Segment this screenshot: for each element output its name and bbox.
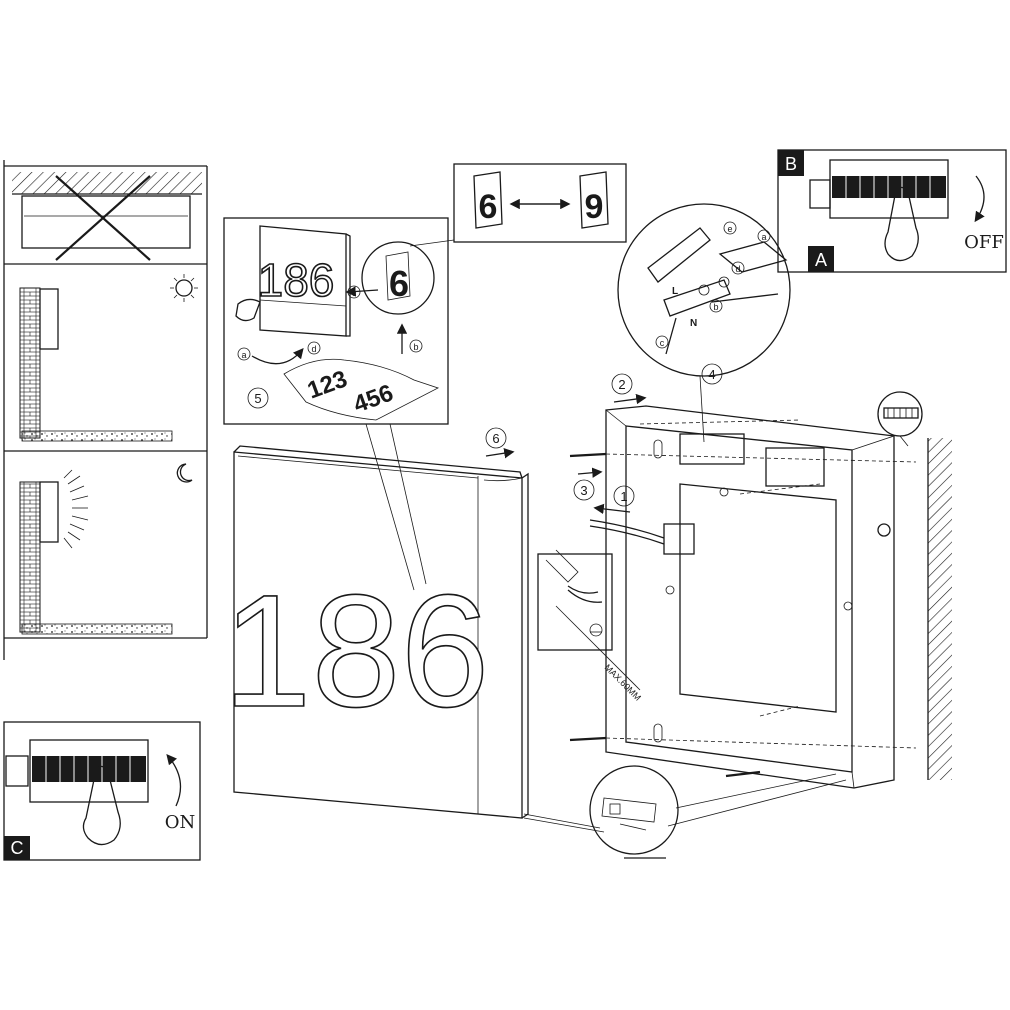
led-panel: [679, 483, 837, 713]
svg-text:5: 5: [254, 391, 261, 406]
hand-icon: [235, 298, 261, 322]
panel-c-label: C: [11, 838, 24, 858]
digit-detail: 6: [389, 263, 409, 304]
svg-text:3: 3: [580, 483, 587, 498]
svg-text:b: b: [713, 302, 718, 312]
step-5-number-sheet-box: 186 6 c a d b 123 456 5: [223, 217, 455, 425]
nighttime-wall-panel: [19, 463, 193, 635]
digit-swap-box: 6 9: [453, 163, 627, 243]
step-5-marker: [247, 387, 269, 409]
panel-b-switch-off: B A OFF: [777, 149, 1007, 273]
svg-text:c: c: [660, 338, 665, 348]
sheet-line-1: 123: [304, 365, 351, 404]
screw-icon: [877, 391, 923, 447]
off-label: OFF: [964, 232, 1004, 253]
breaker-row-b: [829, 159, 949, 219]
daytime-wall-panel: [19, 274, 198, 442]
detail-magnifier: [361, 241, 435, 315]
neutral-terminal-label: N: [690, 318, 697, 329]
step-3-indicator: 3: [573, 467, 603, 501]
mounting-back-plate: [605, 405, 895, 789]
on-label: ON: [165, 812, 196, 833]
bottom-clip-detail: [523, 765, 847, 859]
step-4-marker: [701, 363, 723, 385]
cross-line-2: [55, 175, 151, 261]
pliers-icon: [545, 549, 579, 583]
mounting-screws: [569, 419, 917, 778]
svg-text:e: e: [727, 224, 732, 234]
svg-text:1: 1: [620, 489, 627, 504]
svg-text:d: d: [735, 264, 740, 274]
svg-text:2: 2: [618, 377, 625, 392]
moon-icon: [176, 463, 193, 483]
wall-hatching: [928, 438, 952, 780]
cable-gland: [663, 523, 695, 555]
light-rays: [63, 469, 89, 549]
panel-a-label: A: [815, 250, 827, 270]
number-sheet: [283, 358, 440, 421]
driver-box: [765, 447, 825, 487]
svg-text:c: c: [352, 288, 357, 298]
digit-six: 6: [479, 188, 498, 226]
panel-b-label: B: [785, 154, 797, 174]
small-lamp-number: 186: [258, 254, 335, 306]
step-4-terminal-detail: L N e a d b c: [617, 203, 791, 443]
ground-icon: [589, 623, 603, 637]
panel-c-switch-on: C ON: [3, 721, 201, 861]
live-terminal-label: L: [672, 286, 678, 297]
wire-stripping-detail: MAX.60MM: [537, 549, 643, 703]
sun-icon: [170, 274, 198, 302]
step-6-indicator: 6: [485, 427, 515, 459]
svg-text:6: 6: [492, 431, 499, 446]
ceiling-mount-forbidden-panel: [12, 172, 202, 261]
large-house-number: 186: [223, 561, 490, 740]
breaker-row-c: [29, 739, 149, 803]
max-strip-length-label: MAX.60MM: [603, 662, 643, 702]
terminal-block: [679, 433, 745, 465]
hand-icon: [82, 765, 121, 846]
svg-text:4: 4: [708, 367, 715, 382]
svg-text:a: a: [761, 232, 766, 242]
svg-text:b: b: [413, 342, 418, 352]
hand-icon: [884, 186, 919, 262]
step-2-indicator: 2: [611, 373, 647, 405]
mounting-conditions-column: [3, 160, 208, 660]
digit-nine: 9: [585, 188, 604, 226]
svg-text:a: a: [241, 350, 246, 360]
house-number-lamp: 186: [222, 445, 529, 819]
step-1-cable-entry: 1: [589, 485, 665, 545]
svg-text:d: d: [311, 344, 316, 354]
